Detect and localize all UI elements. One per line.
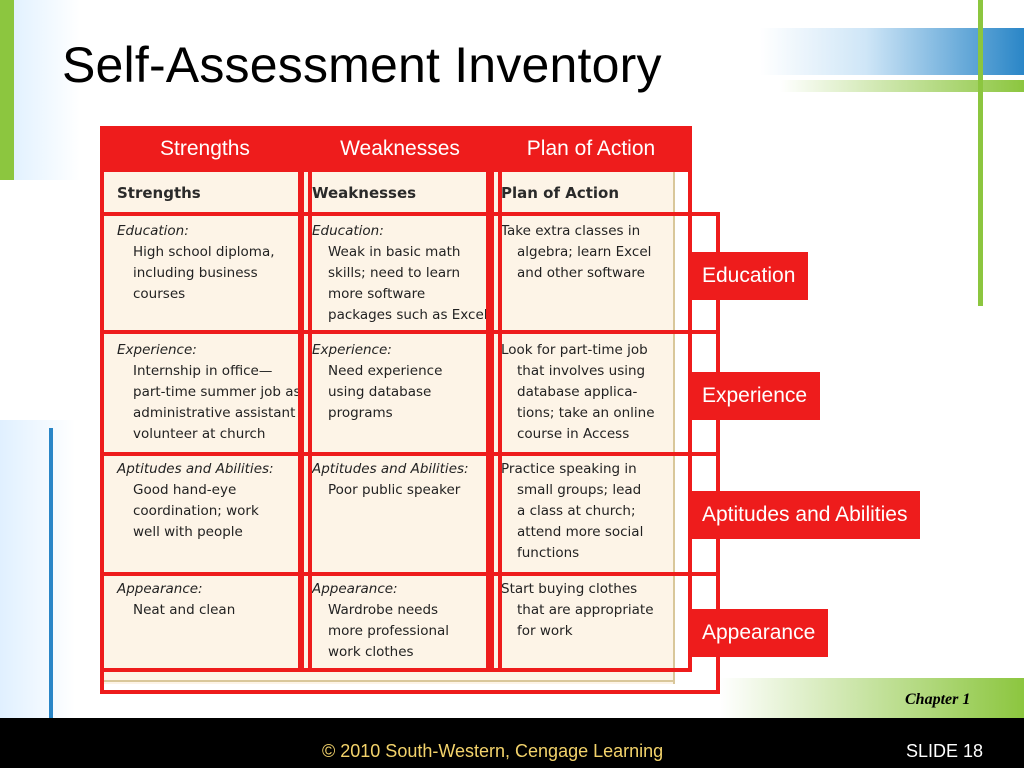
- cell-text: Need experience using database programs: [328, 363, 443, 421]
- left-accent-line: [49, 428, 53, 733]
- row-label-aptitudes: Aptitudes and Abilities: [689, 491, 921, 539]
- overlay-header-plan: Plan of Action: [490, 126, 692, 172]
- table-bottom-border: [103, 680, 675, 682]
- cell-aptitudes-plan: Practice speaking in small groups; lead …: [501, 459, 671, 564]
- cell-text: Internship in office— part-time summer j…: [133, 363, 301, 442]
- cell-appearance-weaknesses: Appearance: Wardrobe needs more professi…: [312, 579, 502, 663]
- overlay-header-strengths: Strengths: [100, 126, 310, 172]
- category-label: Education:: [117, 223, 189, 239]
- slide-title: Self-Assessment Inventory: [62, 37, 662, 93]
- cell-text: that are appropriate for work: [517, 602, 654, 639]
- experience-row-frame: [100, 330, 720, 456]
- cell-text: Good hand-eye coordination; work well wi…: [133, 482, 259, 540]
- table-right-border: [673, 172, 675, 684]
- chapter-label: Chapter 1: [905, 691, 971, 708]
- table-header-weaknesses: Weaknesses: [312, 184, 417, 202]
- right-accent-line: [978, 0, 983, 306]
- cell-experience-plan: Look for part-time job that involves usi…: [501, 340, 671, 445]
- table-header-strengths: Strengths: [117, 184, 201, 202]
- category-label: Experience:: [117, 342, 197, 358]
- plan-lead: Practice speaking in: [501, 461, 637, 477]
- cell-text: Wardrobe needs more professional work cl…: [328, 602, 450, 660]
- footer-bar: [0, 718, 1024, 768]
- table-header-plan: Plan of Action: [501, 184, 620, 202]
- plan-lead: Take extra classes in: [501, 223, 641, 239]
- education-row-frame: [100, 212, 720, 334]
- slide-number: SLIDE 18: [906, 741, 984, 761]
- row-label-experience: Experience: [689, 372, 821, 420]
- bottom-green-band: [720, 678, 1024, 718]
- self-assessment-table: Strengths Weaknesses Plan of Action Educ…: [103, 172, 675, 684]
- cell-appearance-plan: Start buying clothes that are appropriat…: [501, 579, 671, 642]
- plan-lead: Start buying clothes: [501, 581, 638, 597]
- cell-text: Neat and clean: [133, 602, 236, 618]
- category-label: Aptitudes and Abilities:: [312, 461, 469, 477]
- top-right-blue-band: [760, 28, 1024, 75]
- cell-text: small groups; lead a class at church; at…: [517, 482, 644, 561]
- row-label-education: Education: [689, 252, 809, 300]
- cell-education-strengths: Education: High school diploma, includin…: [117, 221, 307, 305]
- cell-appearance-strengths: Appearance: Neat and clean: [117, 579, 307, 621]
- cell-education-weaknesses: Education: Weak in basic math skills; ne…: [312, 221, 502, 326]
- cell-text: Poor public speaker: [328, 482, 461, 498]
- copyright-text: © 2010 South-Western, Cengage Learning: [322, 741, 664, 761]
- top-right-green-band: [780, 80, 1024, 92]
- category-label: Appearance:: [117, 581, 203, 597]
- cell-experience-weaknesses: Experience: Need experience using databa…: [312, 340, 502, 424]
- overlay-header-weaknesses: Weaknesses: [310, 126, 490, 172]
- cell-text: Weak in basic math skills; need to learn…: [328, 244, 488, 323]
- plan-lead: Look for part-time job: [501, 342, 648, 358]
- cell-experience-strengths: Experience: Internship in office— part-t…: [117, 340, 307, 445]
- category-label: Experience:: [312, 342, 392, 358]
- row-label-appearance: Appearance: [689, 609, 829, 657]
- cell-text: algebra; learn Excel and other software: [517, 244, 652, 281]
- cell-text: High school diploma, including business …: [133, 244, 275, 302]
- appearance-row-frame: [100, 572, 720, 694]
- cell-text: that involves using database applica- ti…: [517, 363, 655, 442]
- cell-aptitudes-strengths: Aptitudes and Abilities: Good hand-eye c…: [117, 459, 307, 543]
- category-label: Appearance:: [312, 581, 398, 597]
- category-label: Aptitudes and Abilities:: [117, 461, 274, 477]
- cell-aptitudes-weaknesses: Aptitudes and Abilities: Poor public spe…: [312, 459, 502, 501]
- category-label: Education:: [312, 223, 384, 239]
- left-glow: [0, 420, 75, 720]
- top-left-accent-bar: [0, 0, 14, 180]
- cell-education-plan: Take extra classes in algebra; learn Exc…: [501, 221, 671, 284]
- aptitudes-row-frame: [100, 452, 720, 576]
